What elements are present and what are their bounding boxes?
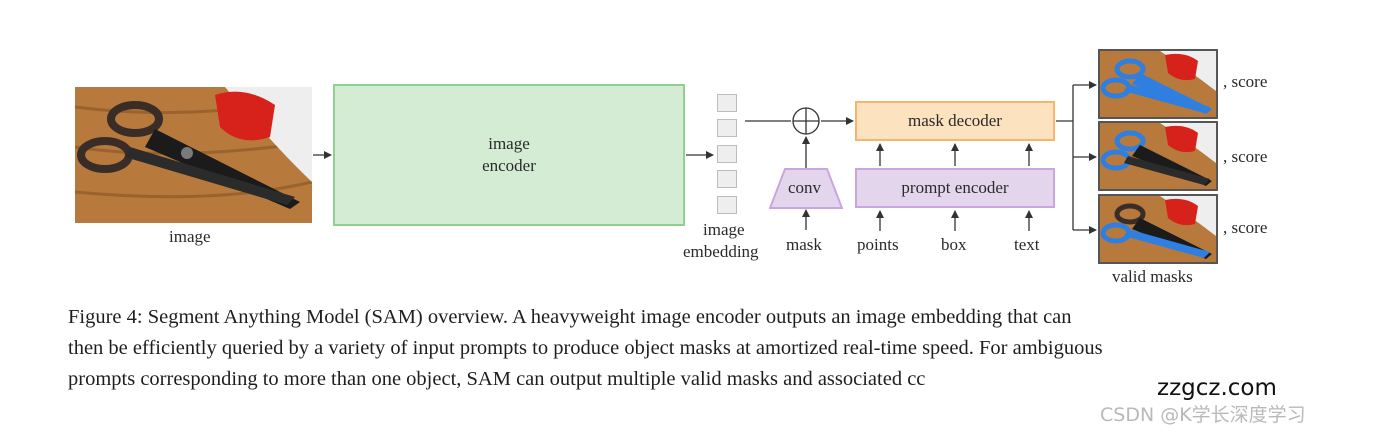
connector-arrows: [313, 81, 1097, 234]
embedding-cell: [717, 170, 737, 188]
embedding-cell: [717, 94, 737, 112]
image-encoder-label-line2: encoder: [482, 156, 536, 175]
mask-input-label: mask: [786, 235, 822, 254]
watermark-site: zzgcz.com: [1157, 375, 1277, 401]
embedding-cell: [717, 196, 737, 214]
score-label-3: , score: [1223, 218, 1268, 237]
figure-caption: Figure 4: Segment Anything Model (SAM) o…: [68, 302, 1298, 395]
embedding-cell: [717, 119, 737, 137]
conv-label: conv: [788, 178, 822, 197]
image-encoder-label-line1: image: [488, 134, 530, 153]
image-label: image: [169, 227, 211, 246]
prompt-encoder-label: prompt encoder: [901, 178, 1009, 197]
caption-line-3: prompts corresponding to more than one o…: [68, 368, 926, 390]
caption-line-2: then be efficiently queried by a variety…: [68, 337, 1103, 359]
valid-masks-label: valid masks: [1112, 267, 1193, 286]
embedding-label-line2: embedding: [683, 242, 759, 261]
valid-mask-thumbnail-1: [1098, 49, 1218, 119]
valid-mask-thumbnail-2: [1098, 121, 1218, 191]
mask-decoder-label: mask decoder: [908, 111, 1002, 130]
score-label-1: , score: [1223, 72, 1268, 91]
text-label: text: [1014, 235, 1040, 254]
box-label: box: [941, 235, 967, 254]
image-encoder-box: image encoder: [333, 84, 685, 226]
caption-line-1: Figure 4: Segment Anything Model (SAM) o…: [68, 306, 1072, 328]
embedding-cell: [717, 145, 737, 163]
mask-decoder-box: mask decoder: [855, 101, 1055, 141]
points-label: points: [857, 235, 899, 254]
conv-block: [769, 168, 843, 209]
valid-mask-thumbnail-3: [1098, 194, 1218, 264]
score-label-2: , score: [1223, 147, 1268, 166]
input-image-scissors: [75, 87, 312, 223]
embedding-label-line1: image: [703, 220, 745, 239]
watermark-csdn: CSDN @K学长深度学习: [1100, 404, 1306, 426]
prompt-encoder-box: prompt encoder: [855, 168, 1055, 208]
sum-node: [792, 107, 820, 135]
